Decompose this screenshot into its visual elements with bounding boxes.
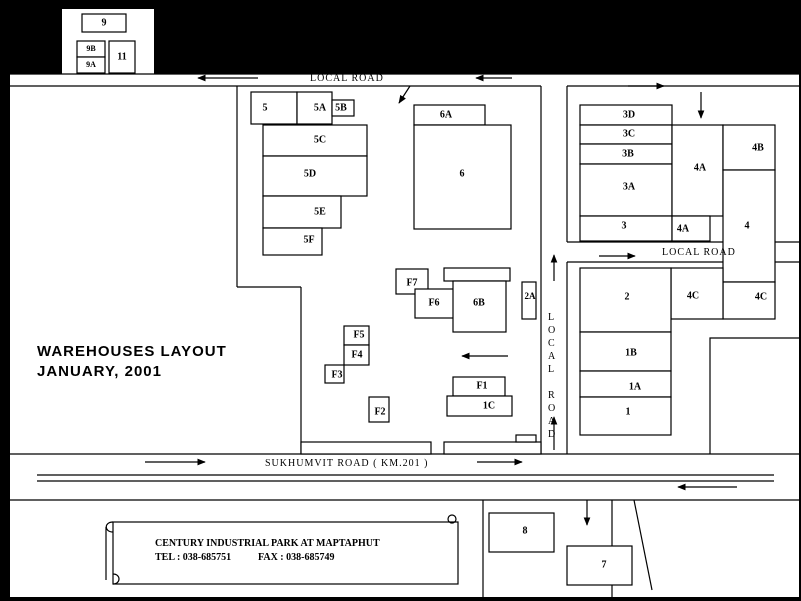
fax: FAX : 038-685749	[258, 552, 334, 563]
building-9-label: 9	[102, 17, 107, 28]
building-F2[interactable]	[368, 396, 390, 423]
building-6B[interactable]	[452, 280, 507, 333]
building-2A-label: 2A	[525, 291, 537, 301]
map-date: JANUARY, 2001	[37, 363, 162, 380]
building-3A[interactable]	[579, 163, 673, 217]
building-1C-label: 1C	[483, 400, 495, 411]
building-5E-label: 5E	[314, 206, 326, 217]
road-label-local-right: LOCAL ROAD	[662, 247, 736, 258]
building-5D[interactable]	[262, 155, 368, 197]
svg-text:D: D	[548, 429, 556, 440]
building-1C[interactable]	[446, 395, 513, 417]
frontage-strip-left	[300, 441, 432, 455]
building-5-label: 5	[263, 102, 268, 113]
arrow-diagonal-icon	[398, 85, 411, 104]
building-1[interactable]	[579, 396, 672, 436]
svg-text:A: A	[548, 351, 556, 362]
building-9A-label: 9A	[86, 60, 96, 69]
building-3A-label: 3A	[623, 181, 636, 192]
building-1A-label: 1A	[629, 381, 642, 392]
building-6[interactable]	[413, 124, 512, 230]
building-1-label: 1	[626, 406, 631, 417]
svg-text:A: A	[548, 416, 556, 427]
svg-text:O: O	[548, 325, 556, 336]
building-6A-label: 6A	[440, 109, 453, 120]
building-4C-left[interactable]	[670, 267, 724, 320]
road-label-top: LOCAL ROAD	[310, 73, 384, 84]
building-11[interactable]	[108, 40, 136, 74]
building-3D-label: 3D	[623, 109, 635, 120]
building-5C-label: 5C	[314, 134, 326, 145]
frame-top-left	[10, 9, 62, 74]
building-4C-right-label: 4C	[755, 291, 767, 302]
building-F6-label: F6	[428, 297, 439, 308]
building-4B[interactable]	[722, 124, 776, 171]
gate-house	[515, 434, 537, 443]
svg-text:O: O	[548, 403, 556, 414]
building-1B-label: 1B	[625, 347, 637, 358]
building-F1-label: F1	[476, 380, 487, 391]
building-5F[interactable]	[262, 227, 323, 256]
building-3-label: 3	[622, 220, 627, 231]
map-title: WAREHOUSES LAYOUT	[37, 343, 227, 360]
building-F3[interactable]	[324, 364, 345, 384]
svg-text:L: L	[548, 364, 555, 375]
building-8-label: 8	[523, 525, 528, 536]
building-1A[interactable]	[579, 370, 672, 398]
building-4B-label: 4B	[752, 142, 764, 153]
building-4A-lower-label: 4A	[677, 223, 690, 234]
building-F4[interactable]	[343, 344, 370, 366]
road-label-sukhumvit: SUKHUMVIT ROAD ( KM.201 )	[265, 458, 428, 469]
frame-top-right	[154, 9, 799, 74]
telephone: TEL : 038-685751	[155, 552, 231, 563]
info-scroll: CENTURY INDUSTRIAL PARK AT MAPTAPHUT TEL…	[105, 514, 459, 585]
building-4A-upper-label: 4A	[694, 162, 707, 173]
company-name: CENTURY INDUSTRIAL PARK AT MAPTAPHUT	[155, 538, 380, 549]
building-F3-label: F3	[331, 369, 342, 380]
building-F6[interactable]	[414, 288, 455, 319]
building-7-label: 7	[602, 559, 607, 570]
building-5D-label: 5D	[304, 168, 316, 179]
building-9B-label: 9B	[86, 44, 96, 53]
building-8[interactable]	[488, 512, 555, 553]
building-4C-right[interactable]	[722, 281, 776, 320]
building-6-label: 6	[460, 168, 465, 179]
building-2A[interactable]	[521, 281, 537, 320]
building-3C-label: 3C	[623, 128, 635, 139]
building-3[interactable]	[579, 215, 673, 242]
building-4C-left-label: 4C	[687, 290, 699, 301]
building-11-label: 11	[117, 51, 126, 62]
building-9A[interactable]	[76, 56, 106, 74]
svg-text:R: R	[548, 390, 556, 401]
svg-text:L: L	[548, 312, 555, 323]
building-1B[interactable]	[579, 331, 672, 372]
building-4A-lower[interactable]	[671, 215, 711, 242]
traffic-arrows	[145, 74, 737, 526]
building-6B-annex[interactable]	[443, 267, 511, 282]
building-5[interactable]	[250, 91, 298, 125]
building-2[interactable]	[579, 267, 672, 333]
building-5B-label: 5B	[335, 102, 347, 113]
svg-text:C: C	[548, 338, 556, 349]
building-5E[interactable]	[262, 195, 342, 229]
building-F7-label: F7	[406, 277, 417, 288]
building-F5-label: F5	[353, 329, 364, 340]
building-6B-label: 6B	[473, 297, 485, 308]
building-5B[interactable]	[331, 99, 355, 117]
building-F4-label: F4	[351, 349, 362, 360]
building-F2-label: F2	[374, 406, 385, 417]
building-9[interactable]	[81, 13, 127, 33]
building-4-label: 4	[745, 220, 750, 231]
building-5A-label: 5A	[314, 102, 327, 113]
building-3B-label: 3B	[622, 148, 634, 159]
building-7[interactable]	[566, 545, 633, 586]
building-5F-label: 5F	[303, 234, 314, 245]
frontage-strip-right	[443, 441, 542, 455]
building-2-label: 2	[625, 291, 630, 302]
